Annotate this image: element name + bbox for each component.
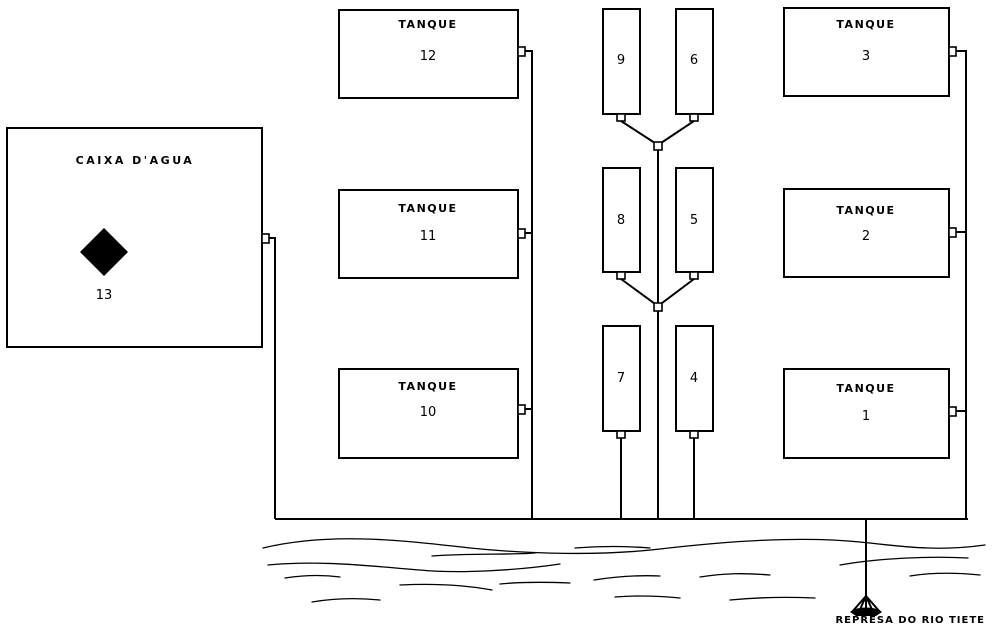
- tank-10-word: TANQUE: [398, 380, 457, 393]
- left-column-pipe: [525, 50, 533, 519]
- caixa-dagua-title: CAIXA D'AGUA: [76, 154, 195, 167]
- small-tank-6-number: 6: [690, 53, 698, 68]
- tank-12-valve: [517, 46, 526, 57]
- tank-3-box: [783, 7, 950, 97]
- pipe-network: [269, 50, 968, 598]
- tank-12-number: 12: [420, 49, 437, 64]
- small-tank-6-valve: [689, 113, 699, 122]
- caixa-pipe: [269, 237, 276, 519]
- small-tank-8-number: 8: [617, 213, 625, 228]
- tank-1-box: [783, 368, 950, 459]
- small-tank-8-valve: [616, 271, 626, 280]
- tank-3-number: 3: [862, 49, 870, 64]
- tank-11-valve: [517, 228, 526, 239]
- tank-1-valve: [948, 406, 957, 417]
- small-tank-4-valve: [689, 430, 699, 439]
- tank-12-word: TANQUE: [398, 18, 457, 31]
- small-tank-9-number: 9: [617, 53, 625, 68]
- tank-2-box: [783, 188, 950, 278]
- tank-3-valve: [948, 46, 957, 57]
- small-tank-6-box: [675, 8, 714, 115]
- tank-1-number: 1: [862, 409, 870, 424]
- tank-2-number: 2: [862, 229, 870, 244]
- small-tank-7-number: 7: [617, 371, 625, 386]
- river-label: REPRESA DO RIO TIETE: [835, 615, 985, 626]
- caixa-diamond-marker: [80, 228, 128, 276]
- tank-2-word: TANQUE: [836, 204, 895, 217]
- caixa-dagua-box: [6, 127, 263, 348]
- small-tank-4-number: 4: [690, 371, 698, 386]
- small-tank-9-box: [602, 8, 641, 115]
- tank-11-word: TANQUE: [398, 202, 457, 215]
- small-tank-7-valve: [616, 430, 626, 439]
- caixa-dagua-number: 13: [96, 288, 113, 303]
- right-column-pipe: [956, 50, 967, 519]
- river-waves: [262, 538, 986, 603]
- small-tank-5-number: 5: [690, 213, 698, 228]
- tank-3-word: TANQUE: [836, 18, 895, 31]
- intake-strainer-icon: [850, 595, 882, 616]
- caixa-outlet-valve: [261, 233, 270, 244]
- tank-10-valve: [517, 404, 526, 415]
- junction-valve-lower: [653, 302, 663, 312]
- tank-12-box: [338, 9, 519, 99]
- tank-1-word: TANQUE: [836, 382, 895, 395]
- small-tank-5-box: [675, 167, 714, 273]
- small-tank-4-box: [675, 325, 714, 432]
- tank-2-valve: [948, 227, 957, 238]
- tank-10-number: 10: [420, 405, 437, 420]
- junction-valve-upper: [653, 141, 663, 151]
- tank-11-number: 11: [420, 229, 437, 244]
- small-tank-5-valve: [689, 271, 699, 280]
- small-tank-9-valve: [616, 113, 626, 122]
